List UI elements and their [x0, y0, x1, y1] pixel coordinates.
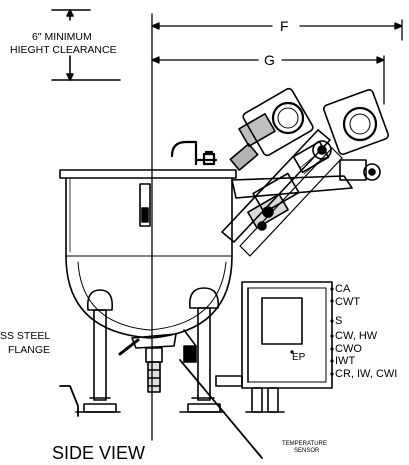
draw-valve	[118, 329, 197, 393]
dimension-f-label: F	[280, 18, 289, 34]
temperature-sensor-label-line1: TEMPERATURE	[282, 441, 327, 447]
control-console	[215, 281, 333, 413]
connection-label: CW, HW	[335, 330, 378, 342]
connection-label: CWO	[335, 343, 362, 355]
faucet	[170, 140, 218, 166]
dimension-g-label: G	[264, 52, 275, 68]
connection-label: CA	[335, 283, 351, 295]
legs	[75, 287, 225, 413]
clearance-label-line2: HIEGHT CLEARANCE	[10, 44, 117, 56]
dimension-f	[151, 19, 403, 41]
clearance-label-line1: 6" MINIMUM	[32, 31, 92, 43]
connection-label: S	[335, 315, 342, 327]
connection-labels: CA CWT S CW, HW CWO IWT CR, IW, CWI	[335, 283, 397, 380]
kettle-body	[59, 169, 237, 339]
view-title: SIDE VIEW	[52, 443, 145, 463]
flange-label-line2: FLANGE	[8, 344, 50, 356]
connection-dots	[290, 287, 334, 376]
connection-label: IWT	[335, 355, 355, 367]
ep-label: EP	[292, 352, 306, 363]
clearance-dimension	[51, 9, 121, 81]
flange-label-line1: SS STEEL	[0, 330, 50, 342]
leader-lines	[59, 359, 263, 459]
tilt-assembly	[221, 87, 389, 257]
connection-label: CR, IW, CWI	[335, 368, 397, 380]
dimension-g	[151, 55, 385, 105]
temperature-sensor-label-line2: SENSOR	[294, 448, 320, 454]
connection-label: CWT	[335, 296, 360, 308]
